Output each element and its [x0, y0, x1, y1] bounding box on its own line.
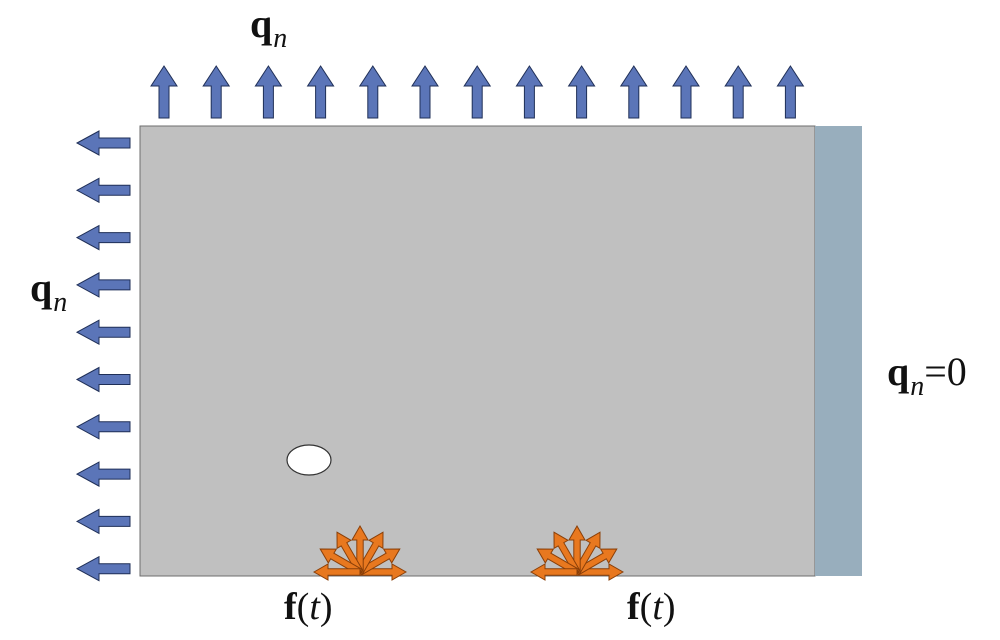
left-flux-arrows: [75, 130, 131, 582]
top-flux-symbol: q: [250, 1, 273, 46]
source-right-label: f(t): [627, 588, 676, 626]
domain-rectangle: [139, 125, 816, 577]
left-flux-arrow: [75, 461, 131, 487]
left-flux-symbol: q: [30, 265, 53, 310]
left-flux-arrow: [75, 319, 131, 346]
top-flux-arrow: [619, 65, 648, 119]
source-ray: [529, 563, 578, 581]
top-flux-arrow: [672, 65, 700, 119]
point-source-left: [312, 524, 408, 581]
left-flux-label: qn: [30, 265, 67, 317]
top-flux-arrows: [150, 65, 805, 119]
left-flux-subscript: n: [53, 287, 68, 318]
source-left-func: f: [284, 586, 297, 628]
top-flux-arrow: [202, 65, 231, 119]
source-ray: [312, 563, 361, 581]
source-left-open: (: [296, 586, 310, 628]
left-flux-arrow: [75, 366, 131, 393]
top-flux-arrow: [724, 65, 753, 119]
source-left-arg: t: [309, 586, 320, 628]
top-flux-arrow: [776, 65, 805, 119]
top-flux-subscript: n: [273, 23, 288, 54]
point-source-right: [529, 524, 625, 581]
source-left-close: ): [319, 586, 333, 628]
right-condition-equals: =0: [924, 349, 967, 394]
top-flux-arrow: [254, 65, 283, 119]
left-flux-arrow: [75, 130, 131, 156]
top-flux-label: qn: [250, 1, 287, 53]
top-flux-arrow: [567, 65, 596, 119]
hole-inclusion: [286, 444, 332, 476]
top-flux-arrow: [515, 65, 544, 119]
source-right-arg: t: [652, 586, 663, 628]
right-condition-subscript: n: [910, 371, 925, 402]
left-flux-arrow: [75, 413, 131, 440]
source-right-func: f: [627, 586, 640, 628]
left-flux-arrow: [75, 272, 131, 298]
point-sources: [312, 524, 625, 581]
top-flux-arrow: [306, 65, 335, 119]
source-left-label: f(t): [284, 588, 333, 626]
source-right-close: ): [662, 586, 676, 628]
top-flux-arrow: [150, 65, 178, 119]
left-flux-arrow: [75, 177, 131, 204]
source-right-open: (: [639, 586, 653, 628]
top-flux-arrow: [411, 65, 439, 119]
left-flux-arrow: [75, 224, 131, 251]
left-flux-arrow: [75, 508, 131, 535]
insulated-right-wall: [815, 126, 862, 576]
top-flux-arrow: [358, 65, 387, 119]
right-condition-symbol: q: [887, 349, 910, 394]
left-flux-arrow: [75, 555, 131, 582]
right-condition-label: qn=0: [887, 349, 967, 401]
top-flux-arrow: [463, 65, 492, 119]
